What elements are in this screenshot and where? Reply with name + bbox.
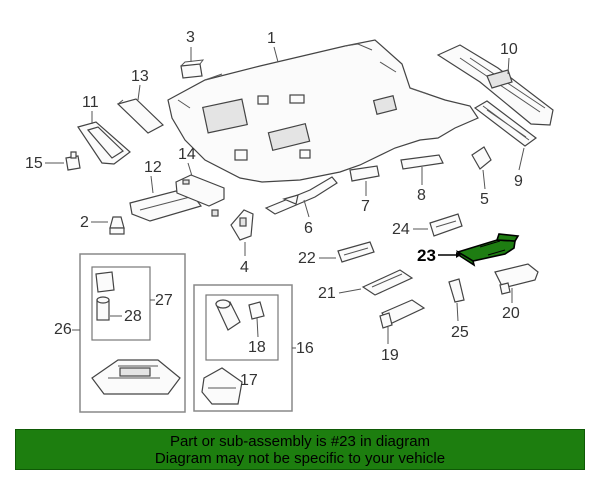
callout-19: 19 bbox=[381, 347, 399, 364]
callout-17: 17 bbox=[240, 372, 258, 389]
clip-part-2[interactable] bbox=[109, 216, 125, 235]
part-8[interactable] bbox=[400, 154, 444, 170]
callout-12: 12 bbox=[144, 159, 162, 176]
part-18[interactable] bbox=[248, 301, 265, 320]
banner-line-1: Part or sub-assembly is #23 in diagram bbox=[169, 432, 431, 450]
part-14[interactable] bbox=[175, 174, 225, 217]
part-4[interactable] bbox=[230, 209, 254, 241]
callout-16: 16 bbox=[296, 340, 314, 357]
overhead-console-part[interactable] bbox=[91, 359, 181, 395]
callout-23: 23 bbox=[417, 246, 436, 265]
info-banner: Part or sub-assembly is #23 in diagram D… bbox=[15, 429, 585, 470]
callout-11: 11 bbox=[82, 94, 99, 111]
callout-18: 18 bbox=[248, 339, 266, 356]
part-28[interactable] bbox=[96, 296, 110, 321]
part-7[interactable] bbox=[349, 165, 380, 182]
part-3[interactable] bbox=[180, 59, 205, 79]
callout-24: 24 bbox=[392, 221, 410, 238]
lamp-part-17[interactable] bbox=[201, 367, 243, 405]
callout-21: 21 bbox=[318, 285, 336, 302]
sun-visor-part-11[interactable] bbox=[77, 121, 131, 165]
callout-3: 3 bbox=[186, 29, 195, 46]
banner-line-2: Diagram may not be specific to your vehi… bbox=[154, 449, 446, 467]
callout-13: 13 bbox=[131, 68, 149, 85]
assembly-box-26 bbox=[79, 253, 186, 413]
callout-7: 7 bbox=[361, 198, 370, 215]
callout-4: 4 bbox=[240, 259, 249, 276]
callout-28: 28 bbox=[124, 308, 142, 325]
callout-2: 2 bbox=[80, 214, 89, 231]
grab-handle-part-19[interactable] bbox=[379, 299, 426, 329]
part-25[interactable] bbox=[448, 278, 465, 303]
callout-14: 14 bbox=[178, 146, 196, 163]
part-22[interactable] bbox=[337, 241, 375, 263]
highlighted-part-23[interactable] bbox=[456, 233, 520, 267]
callout-1: 1 bbox=[267, 30, 276, 47]
callout-26: 26 bbox=[54, 321, 72, 338]
sun-visor-part-12[interactable] bbox=[129, 190, 202, 222]
callout-25: 25 bbox=[451, 324, 469, 341]
trim-strip-part-9[interactable] bbox=[473, 100, 538, 147]
trim-panel-part-10[interactable] bbox=[436, 44, 554, 126]
part-6[interactable] bbox=[264, 176, 338, 215]
callout-5: 5 bbox=[480, 191, 489, 208]
grab-handle-part-20[interactable] bbox=[494, 263, 539, 295]
clip-part-15[interactable] bbox=[65, 151, 81, 171]
bulb-part[interactable] bbox=[215, 299, 241, 331]
callout-20: 20 bbox=[502, 305, 520, 322]
callout-10: 10 bbox=[500, 41, 518, 58]
part-5[interactable] bbox=[471, 146, 492, 170]
part-27[interactable] bbox=[95, 271, 115, 293]
callout-15: 15 bbox=[25, 155, 43, 172]
parts-diagram: 1 3 13 11 15 12 14 2 bbox=[25, 29, 554, 413]
callout-6: 6 bbox=[304, 220, 313, 237]
callout-8: 8 bbox=[417, 187, 426, 204]
callout-9: 9 bbox=[514, 173, 523, 190]
headliner-part-1[interactable] bbox=[167, 39, 479, 183]
callout-22: 22 bbox=[298, 250, 316, 267]
part-13[interactable] bbox=[116, 98, 165, 134]
part-21[interactable] bbox=[361, 269, 414, 296]
part-24[interactable] bbox=[429, 213, 463, 237]
assembly-box-16 bbox=[193, 284, 293, 412]
callout-27: 27 bbox=[155, 292, 173, 309]
